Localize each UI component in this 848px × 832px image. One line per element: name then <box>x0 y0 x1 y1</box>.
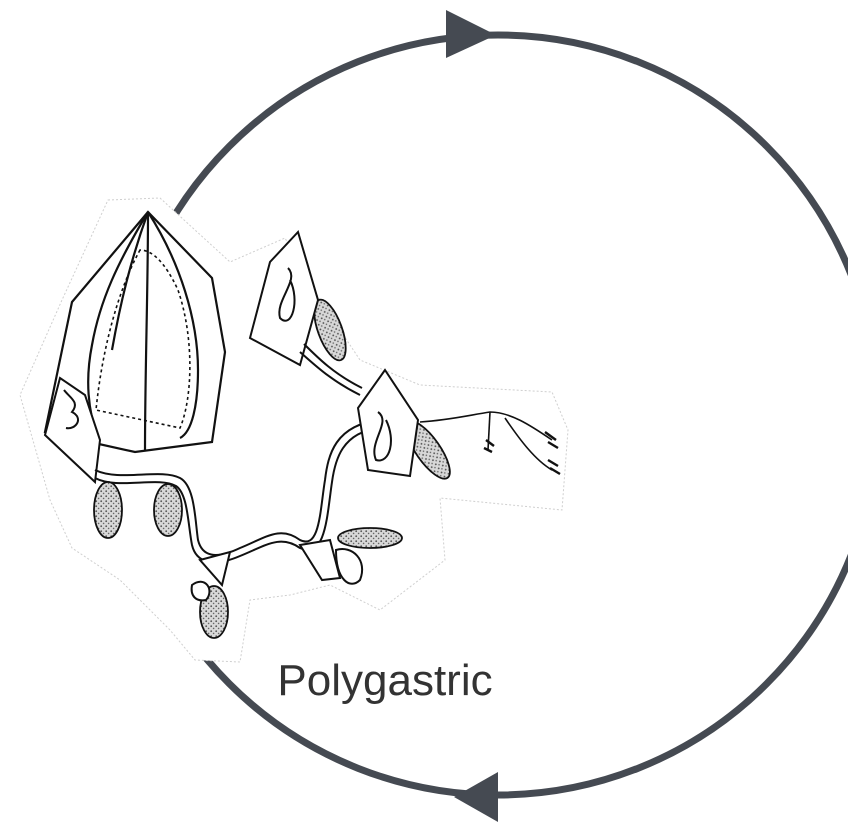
top-arrow-head <box>446 10 496 58</box>
diagram-label: Polygastric <box>277 656 492 705</box>
bottom-arrow-head <box>454 772 498 822</box>
polygastric-specimen-illustration <box>20 198 568 662</box>
